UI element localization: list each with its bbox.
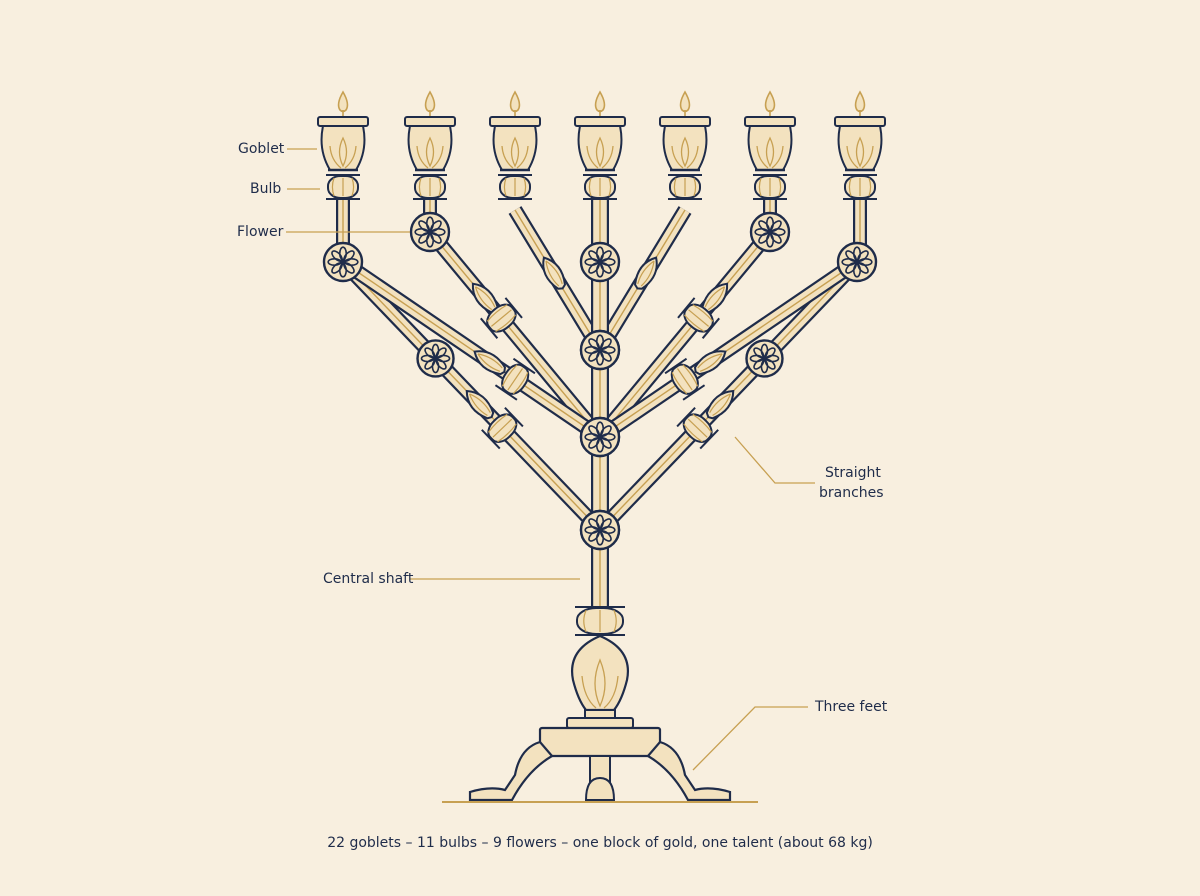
flower — [749, 211, 791, 253]
label-flower: Flower — [237, 224, 284, 240]
flame-icon — [337, 90, 349, 113]
flower — [579, 241, 621, 283]
branch-segment — [424, 227, 606, 442]
leader-straight-branches — [734, 436, 815, 484]
bulb — [480, 297, 523, 339]
goblet — [404, 90, 456, 172]
flower — [322, 241, 364, 283]
calyx — [465, 389, 495, 420]
calyx — [542, 256, 567, 290]
leader-lines — [286, 148, 815, 771]
flower — [745, 339, 784, 378]
goblet — [574, 90, 626, 172]
calyx — [693, 350, 727, 376]
label-straight-branches-line2: branches — [819, 485, 884, 501]
flower — [416, 339, 455, 378]
label-three-feet: Three feet — [815, 699, 888, 715]
flower — [579, 329, 621, 371]
bulb — [583, 174, 617, 200]
bulb — [664, 357, 706, 401]
branch-segment — [338, 255, 605, 444]
flame-icon — [509, 90, 521, 113]
flame-icon — [679, 90, 691, 113]
calyx — [633, 256, 658, 290]
label-goblet: Goblet — [238, 141, 285, 157]
goblet — [659, 90, 711, 172]
goblet — [834, 90, 886, 172]
calyx — [473, 350, 507, 376]
bulb — [413, 174, 447, 200]
calyx — [705, 389, 735, 420]
bulb — [677, 297, 720, 339]
label-straight-branches-line1: Straight — [825, 465, 881, 481]
goblet — [489, 90, 541, 172]
ornaments — [317, 90, 886, 636]
three-feet — [442, 709, 758, 803]
goblet — [317, 90, 369, 172]
flower — [579, 416, 621, 458]
flower — [579, 509, 621, 551]
leader-three-feet — [692, 706, 808, 771]
bulb — [494, 357, 536, 401]
label-bulb: Bulb — [250, 181, 282, 197]
goblet — [744, 90, 796, 172]
shaft-body — [571, 634, 629, 712]
branch-segment — [595, 255, 862, 444]
flame-icon — [854, 90, 866, 113]
bulb — [668, 174, 702, 200]
bulb — [843, 174, 877, 200]
branch-segment — [594, 227, 776, 442]
caption: 22 goblets – 11 bulbs – 9 flowers – one … — [327, 835, 873, 851]
base-and-feet — [442, 634, 758, 803]
flame-icon — [594, 90, 606, 113]
bulb — [753, 174, 787, 200]
flower — [409, 211, 451, 253]
bulb — [575, 606, 625, 636]
flame-icon — [764, 90, 776, 113]
bulb — [676, 407, 719, 450]
bulb — [481, 407, 524, 450]
flame-icon — [424, 90, 436, 113]
bulb — [498, 174, 532, 200]
bulb — [326, 174, 360, 200]
label-central-shaft: Central shaft — [323, 571, 414, 587]
flower — [836, 241, 878, 283]
